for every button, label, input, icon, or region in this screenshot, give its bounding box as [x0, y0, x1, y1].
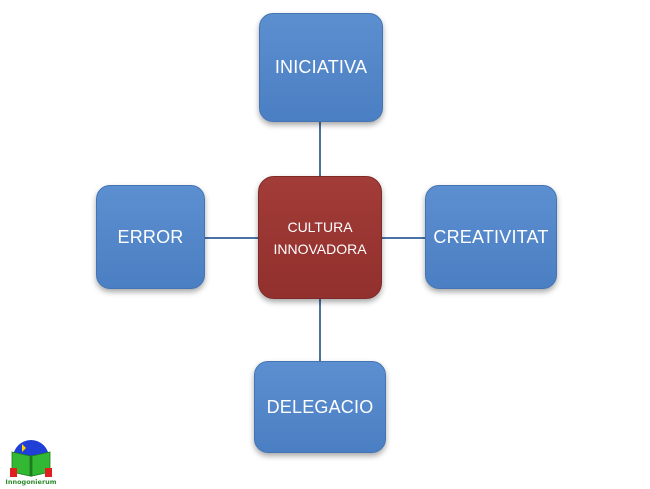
node-creativitat-label: CREATIVITAT	[433, 226, 549, 247]
logo-text: Innogonierum	[5, 478, 57, 486]
center-label: CULTURA INNOVADORA	[273, 216, 366, 260]
node-iniciativa: INICIATIVA	[259, 13, 383, 122]
node-error: ERROR	[96, 185, 205, 289]
node-creativitat: CREATIVITAT	[425, 185, 557, 289]
node-error-label: ERROR	[117, 226, 184, 247]
innogonierum-logo: Innogonierum	[4, 438, 58, 488]
node-iniciativa-label: INICIATIVA	[274, 57, 368, 77]
book-globe-logo-icon	[10, 440, 52, 477]
center-label-line2: INNOVADORA	[273, 240, 367, 257]
node-delegacio: DELEGACIO	[254, 361, 386, 453]
center-label-line1: CULTURA	[287, 218, 353, 235]
node-cultura-innovadora: CULTURA INNOVADORA	[258, 176, 382, 299]
node-delegacio-label: DELEGACIO	[266, 396, 374, 417]
